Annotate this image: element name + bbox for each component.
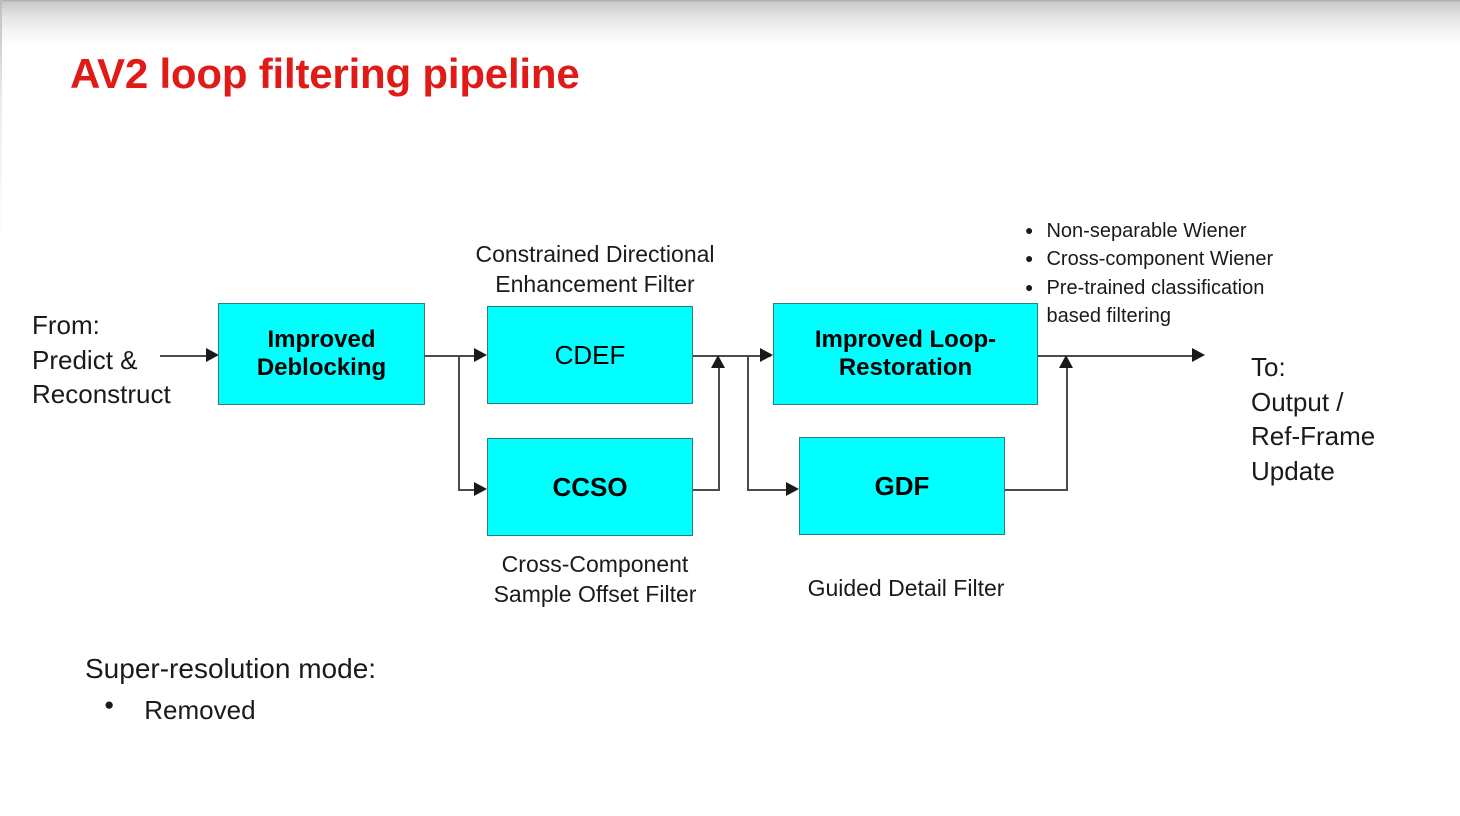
connector-gdf-out [1005, 489, 1068, 491]
arrow-head-ccso-merge-up-icon [711, 355, 725, 368]
connector-deblocking-to-cdef [458, 355, 480, 357]
output-label: To: Output / Ref-Frame Update [1251, 352, 1376, 486]
arrow-head-to-gdf-icon [786, 482, 799, 496]
connector-branch-down-to-gdf [747, 355, 749, 489]
bullet-dot-icon: ● [104, 695, 115, 714]
list-item-label: Pre-trained classification based filteri… [1046, 276, 1265, 328]
block-improved-deblocking[interactable]: Improved Deblocking [218, 303, 425, 405]
connector-deblocking-split-down [458, 355, 460, 489]
arrow-head-to-output-icon [1192, 348, 1205, 362]
block-improved-loop-restoration[interactable]: Improved Loop-Restoration [773, 303, 1038, 405]
connector-ccso-out [693, 489, 720, 491]
slide-top-gradient [0, 0, 1460, 46]
input-label: From: Predict & Reconstruct [32, 310, 171, 410]
arrow-head-deblocking-to-cdef-icon [474, 348, 487, 362]
connector-ccso-up-rail [718, 368, 720, 491]
bullet-dot-icon: ● [1025, 278, 1034, 295]
connector-input-to-deblocking [160, 355, 212, 357]
list-item: ● Non-separable Wiener [1025, 217, 1325, 245]
list-item-label: Removed [144, 695, 256, 725]
list-item-label: Cross-component Wiener [1046, 248, 1274, 271]
connector-to-gdf [747, 489, 792, 491]
connector-cdef-out [693, 355, 771, 357]
list-item-label: Non-separable Wiener [1046, 220, 1247, 242]
list-item: ● Cross-component Wiener [1025, 245, 1325, 273]
block-cdef[interactable]: CDEF [487, 306, 693, 404]
connector-loop-restoration-out [1038, 355, 1200, 357]
caption-cdef: Constrained Directional Enhancement Filt… [475, 241, 715, 298]
arrow-head-input-to-deblocking-icon [206, 348, 219, 362]
block-gdf[interactable]: GDF [799, 437, 1005, 535]
bullet-dot-icon: ● [1025, 222, 1034, 238]
caption-gdf: Guided Detail Filter [807, 575, 1005, 601]
super-resolution-list: ● Removed [104, 692, 256, 729]
arrow-head-gdf-merge-up-icon [1059, 355, 1073, 368]
list-item: ● Pre-trained classification based filte… [1025, 274, 1325, 331]
connector-deblocking-out [424, 355, 460, 357]
block-ccso[interactable]: CCSO [487, 438, 693, 536]
connector-deblocking-to-ccso [458, 489, 480, 491]
loop-restoration-feature-list: ● Non-separable Wiener ● Cross-component… [1025, 217, 1325, 331]
bullet-dot-icon: ● [1025, 250, 1034, 267]
slide-left-edge [0, 0, 2, 816]
page-title: AV2 loop filtering pipeline [70, 50, 580, 97]
arrow-head-deblocking-to-ccso-icon [474, 482, 487, 496]
list-item: ● Removed [104, 692, 256, 729]
caption-ccso: Cross-Component Sample Offset Filter [493, 551, 697, 608]
super-resolution-heading: Super-resolution mode: [85, 653, 377, 684]
connector-gdf-up-rail [1066, 368, 1068, 491]
arrow-head-to-loop-restoration-icon [760, 348, 773, 362]
